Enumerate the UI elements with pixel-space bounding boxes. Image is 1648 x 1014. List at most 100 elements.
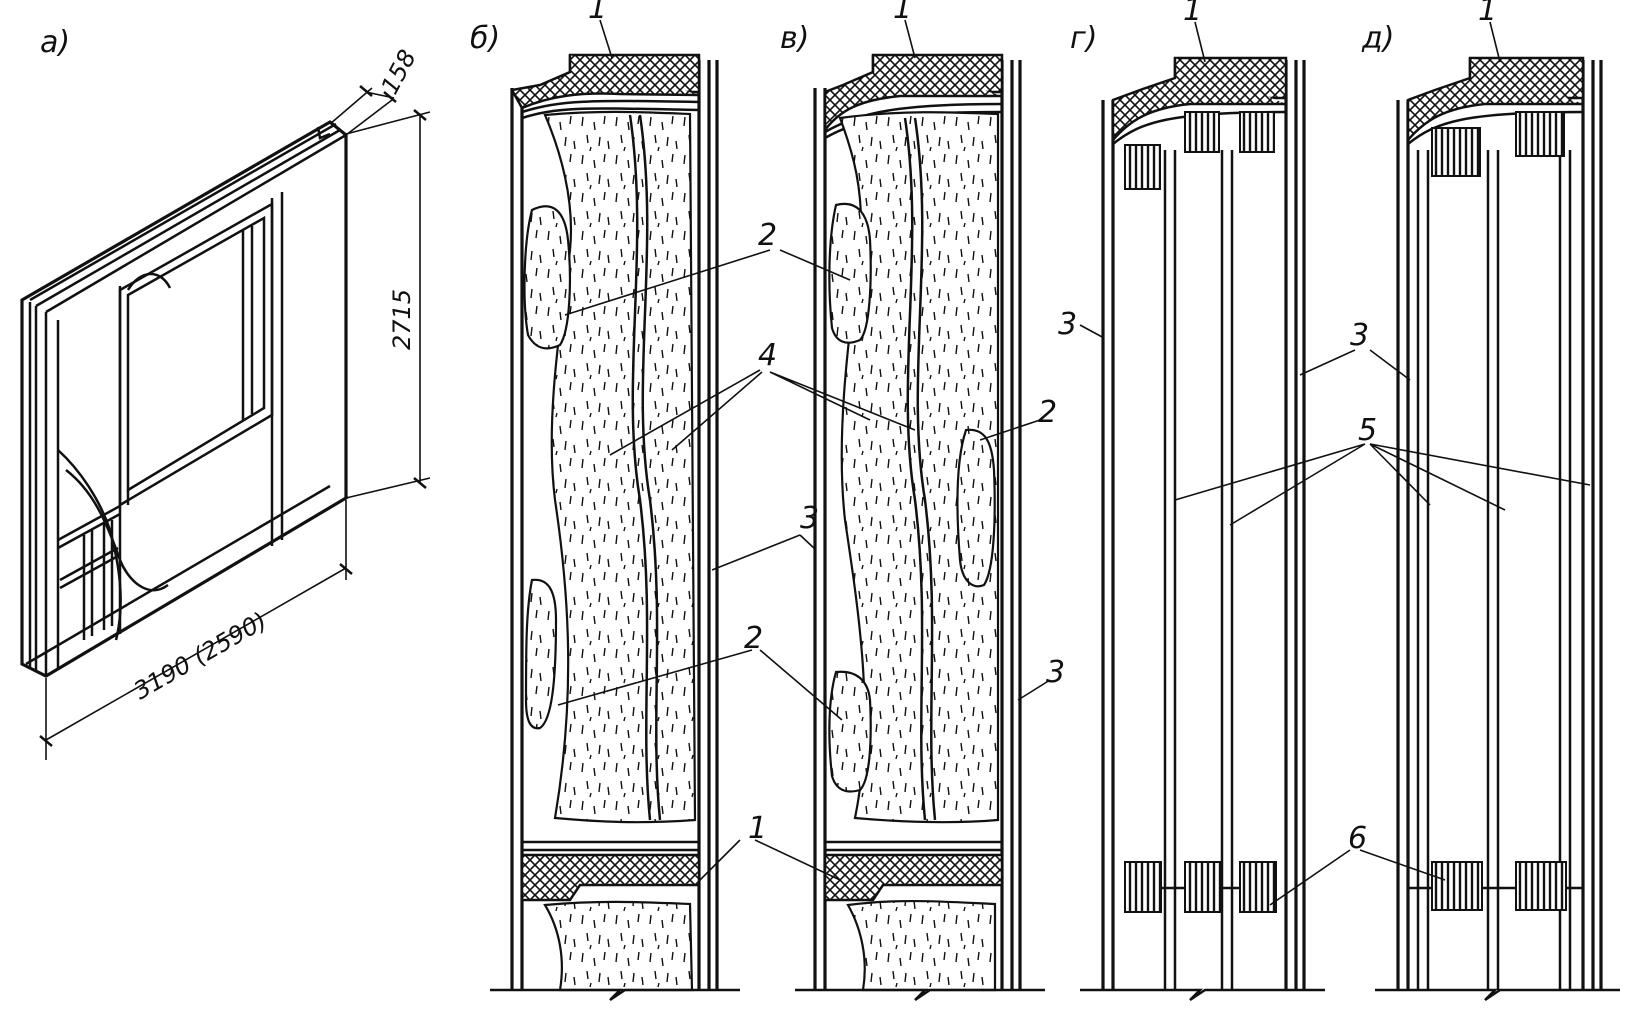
dim-height-lines — [345, 111, 431, 499]
panel-g-bottom-block-1 — [1124, 861, 1162, 913]
panel-b-bottom-membrane — [522, 840, 699, 852]
panel-v-bottom-seal — [823, 853, 1004, 902]
callout-3-v: 3 — [1046, 655, 1065, 690]
panel-g-leader-3b — [1299, 349, 1356, 376]
panel-d-break-line — [1375, 988, 1620, 1002]
panel-v-section: в) 1 — [754, 0, 1051, 1002]
frame-studs — [82, 520, 114, 640]
panel-d-leader-1 — [1489, 21, 1501, 63]
panel-d-inner-layers — [1416, 150, 1572, 990]
panel-b-void-2 — [524, 578, 558, 730]
dim-width-ticks — [39, 563, 353, 747]
panel-d-sheathing — [1396, 60, 1603, 990]
window-peel-curve — [126, 272, 172, 291]
panel-d-leader-6 — [1359, 849, 1446, 881]
callout-3-g: 3 — [1058, 307, 1077, 342]
panel-g-top-seal-lip — [1111, 58, 1286, 144]
dim-width-text: 3190 (2590) — [129, 607, 272, 706]
callout-2-right: 2 — [1038, 395, 1057, 430]
panel-g-bottom-block-2 — [1184, 861, 1222, 913]
callout-numbers: 2 2 2 4 3 3 3 5 6 1 — [744, 218, 1377, 856]
callout-4: 4 — [758, 338, 777, 373]
panel-g-leader-3 — [1079, 324, 1105, 339]
panel-b-label: б) — [470, 21, 500, 56]
panel-b-leader-1 — [599, 19, 613, 59]
panel-v-break-line — [795, 988, 1045, 1002]
panel-b-void-1 — [523, 205, 571, 350]
panel-b-sheathing — [510, 60, 719, 990]
panel-v-void-1 — [828, 202, 872, 344]
panel-b-leaders-4 — [609, 369, 763, 456]
panel-b-leaders-2 — [557, 249, 771, 706]
panel-d-top-block-2 — [1515, 111, 1565, 157]
panel-g-sheathing — [1101, 60, 1306, 990]
panel-a-label: а) — [40, 25, 70, 60]
callout-1-g-top: 1 — [1183, 0, 1202, 28]
panel-d-bottom-block-2 — [1515, 861, 1567, 911]
panel-v-lower-insulation — [846, 899, 997, 992]
panel-v-label: в) — [780, 21, 809, 56]
panel-v-void-2 — [956, 428, 996, 588]
panel-g-inner-layers — [1163, 150, 1234, 990]
panel-g-leader-6 — [1269, 849, 1351, 906]
cutaway-curve-2 — [65, 469, 169, 592]
panel-d-leaders-5 — [1369, 443, 1591, 511]
panel-v-bottom-membrane — [825, 840, 1002, 852]
panel-side-edge-lines — [28, 302, 48, 676]
panel-g-leader-1 — [1194, 21, 1206, 63]
callout-1-b-top: 1 — [588, 0, 607, 26]
panel-v-void-3 — [828, 670, 872, 793]
panel-g-leaders-5 — [1174, 443, 1366, 526]
panel-b-top-seal-lip — [510, 55, 700, 110]
panel-b-top-membrane — [521, 99, 700, 120]
callout-2-top: 2 — [758, 218, 777, 253]
window-opening-inner — [126, 215, 266, 493]
panel-a-isometric: а) 3190 (2590) 2715 158 — [20, 25, 431, 760]
callout-3-middle: 3 — [800, 501, 819, 536]
panel-v-leaders-4 — [769, 371, 916, 431]
panel-b-insulation — [543, 110, 697, 824]
panel-b-break-line — [490, 988, 740, 1002]
panel-v-vapor-barrier — [903, 117, 937, 821]
panel-d-label: д) — [1361, 21, 1394, 56]
panel-b-leader-1-bottom — [699, 839, 741, 881]
panel-g-bottom-block-3 — [1239, 861, 1277, 913]
panel-b-leader-3 — [711, 534, 801, 571]
panel-g-top-block-2 — [1184, 111, 1220, 153]
frame-rails — [57, 504, 121, 590]
cutaway-curve-1 — [57, 449, 122, 641]
callout-3-gd: 3 — [1350, 318, 1369, 353]
callout-1-bottom: 1 — [748, 811, 767, 846]
panel-g-break-line — [1080, 988, 1325, 1002]
panel-d-bottom-block-1 — [1431, 861, 1483, 911]
panel-v-leader-2 — [979, 419, 1041, 441]
panel-v-leader-3b — [1017, 679, 1051, 701]
panel-g-top-block-1 — [1124, 144, 1161, 190]
callout-6: 6 — [1348, 821, 1367, 856]
panel-g-top-block-3 — [1239, 111, 1275, 153]
panel-g-section: г) 1 3 — [1058, 0, 1366, 1002]
panel-b-vapor-barrier — [628, 114, 662, 821]
dim-width-lines — [45, 500, 347, 760]
panel-v-leaders-2 — [759, 249, 851, 721]
panel-v-leader-3 — [799, 534, 817, 551]
window-opening-outer — [118, 201, 274, 508]
panel-v-sheathing — [813, 60, 1022, 990]
panel-d-top-block-1 — [1431, 127, 1481, 177]
panel-g-label: г) — [1070, 21, 1097, 56]
callout-5: 5 — [1358, 413, 1377, 448]
dim-height-text: 2715 — [388, 289, 416, 350]
panel-d-section: д) 1 — [1359, 0, 1620, 1002]
panel-top-edge-lines — [29, 122, 347, 314]
callout-2-bottom: 2 — [744, 621, 763, 656]
panel-b-lower-insulation — [543, 900, 694, 992]
dim-thickness-ticks — [359, 85, 397, 103]
dim-height-ticks — [413, 109, 427, 489]
panel-corner-notch — [316, 126, 331, 140]
panel-b-bottom-seal — [520, 853, 701, 902]
panel-d-top-seal-lip — [1406, 58, 1583, 144]
callout-1-v-top: 1 — [893, 0, 912, 26]
dim-thickness-text: 158 — [376, 45, 422, 99]
panel-v-leader-1 — [904, 19, 916, 59]
